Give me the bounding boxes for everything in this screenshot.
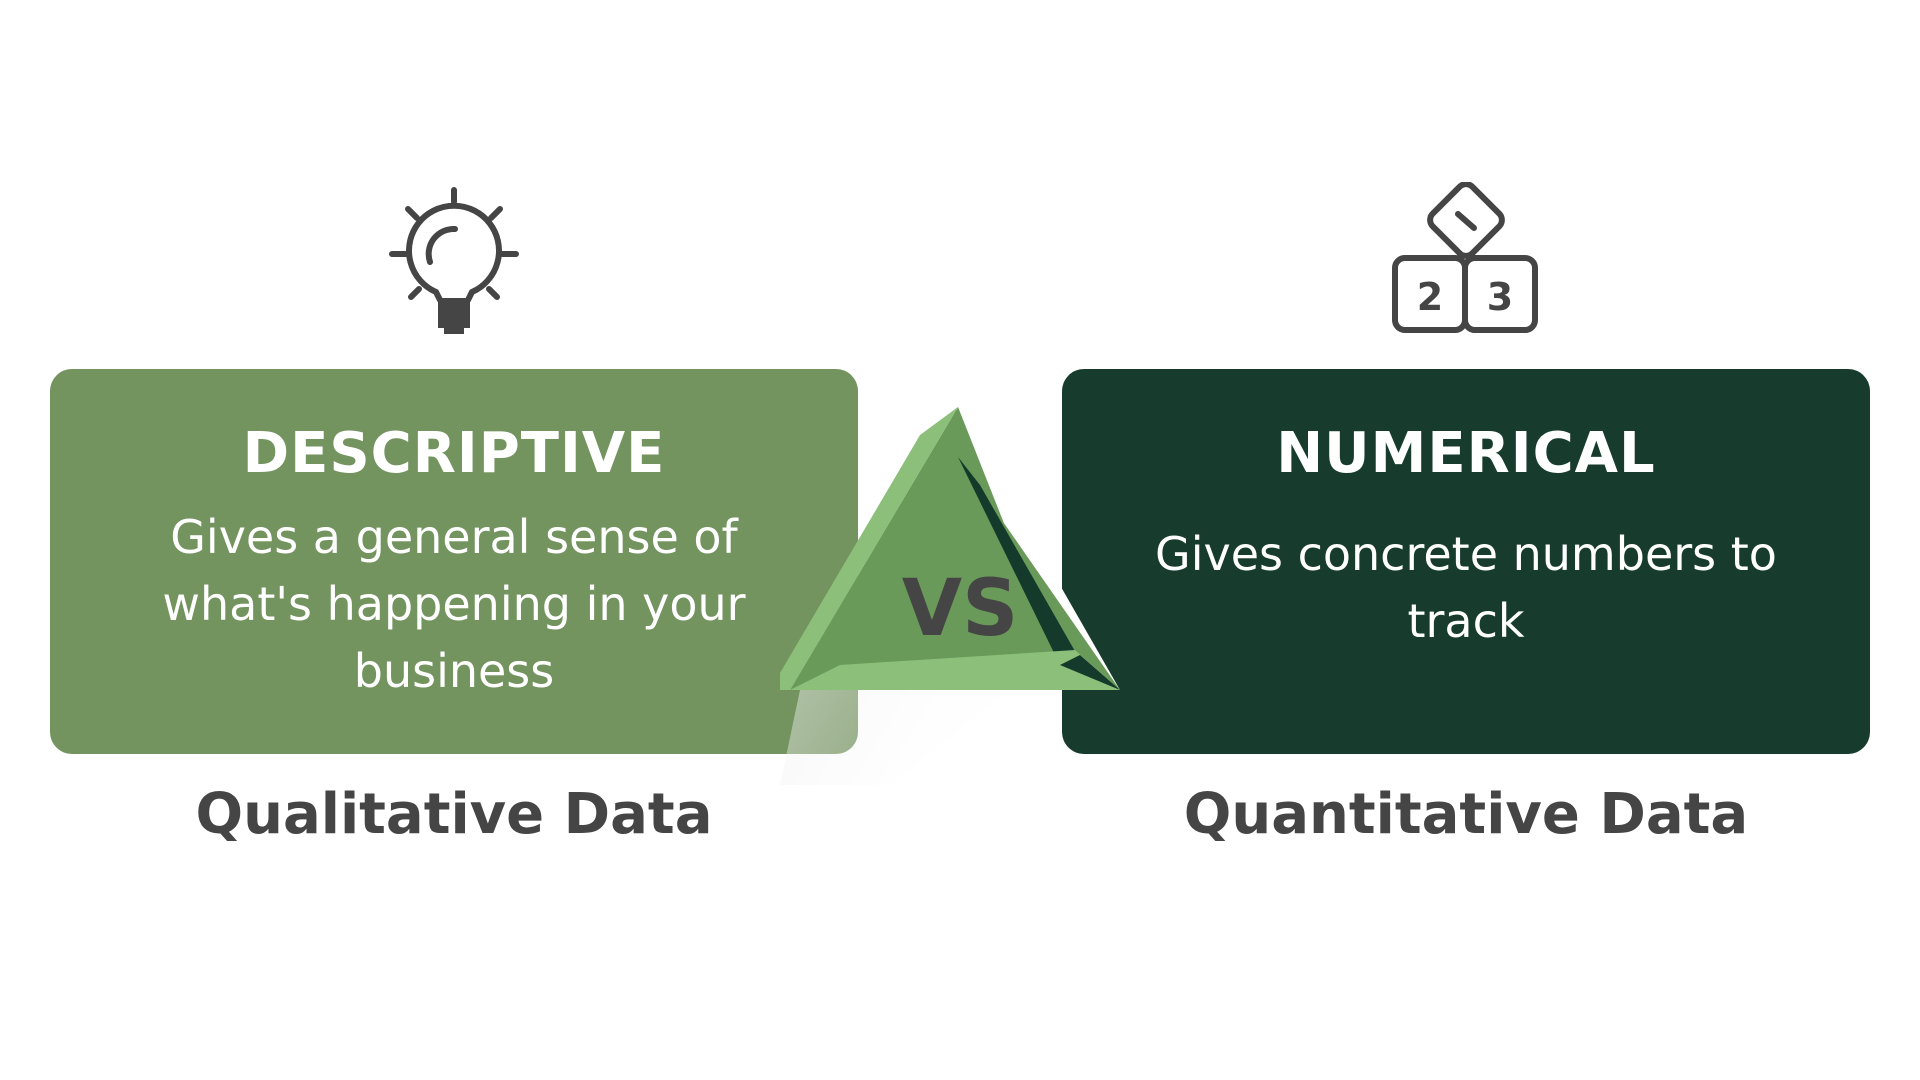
number-blocks-icon: 2 3	[1392, 182, 1538, 333]
lightbulb-icon	[389, 187, 519, 334]
numerical-title: NUMERICAL	[1276, 421, 1656, 486]
descriptive-body: Gives a general sense of what's happenin…	[162, 510, 746, 698]
block-digit-2: 2	[1417, 275, 1443, 319]
quantitative-label: Quantitative Data	[1183, 782, 1749, 847]
numerical-body: Gives concrete numbers to track	[1155, 527, 1777, 648]
block-digit-3: 3	[1487, 275, 1513, 319]
numerical-card: NUMERICAL Gives concrete numbers to trac…	[1062, 369, 1870, 754]
descriptive-title: DESCRIPTIVE	[242, 421, 666, 486]
qualitative-label: Qualitative Data	[195, 782, 713, 847]
descriptive-card: DESCRIPTIVE Gives a general sense of wha…	[50, 369, 858, 754]
vs-text: VS	[902, 564, 1019, 654]
vs-triangle: VS	[780, 407, 1120, 785]
